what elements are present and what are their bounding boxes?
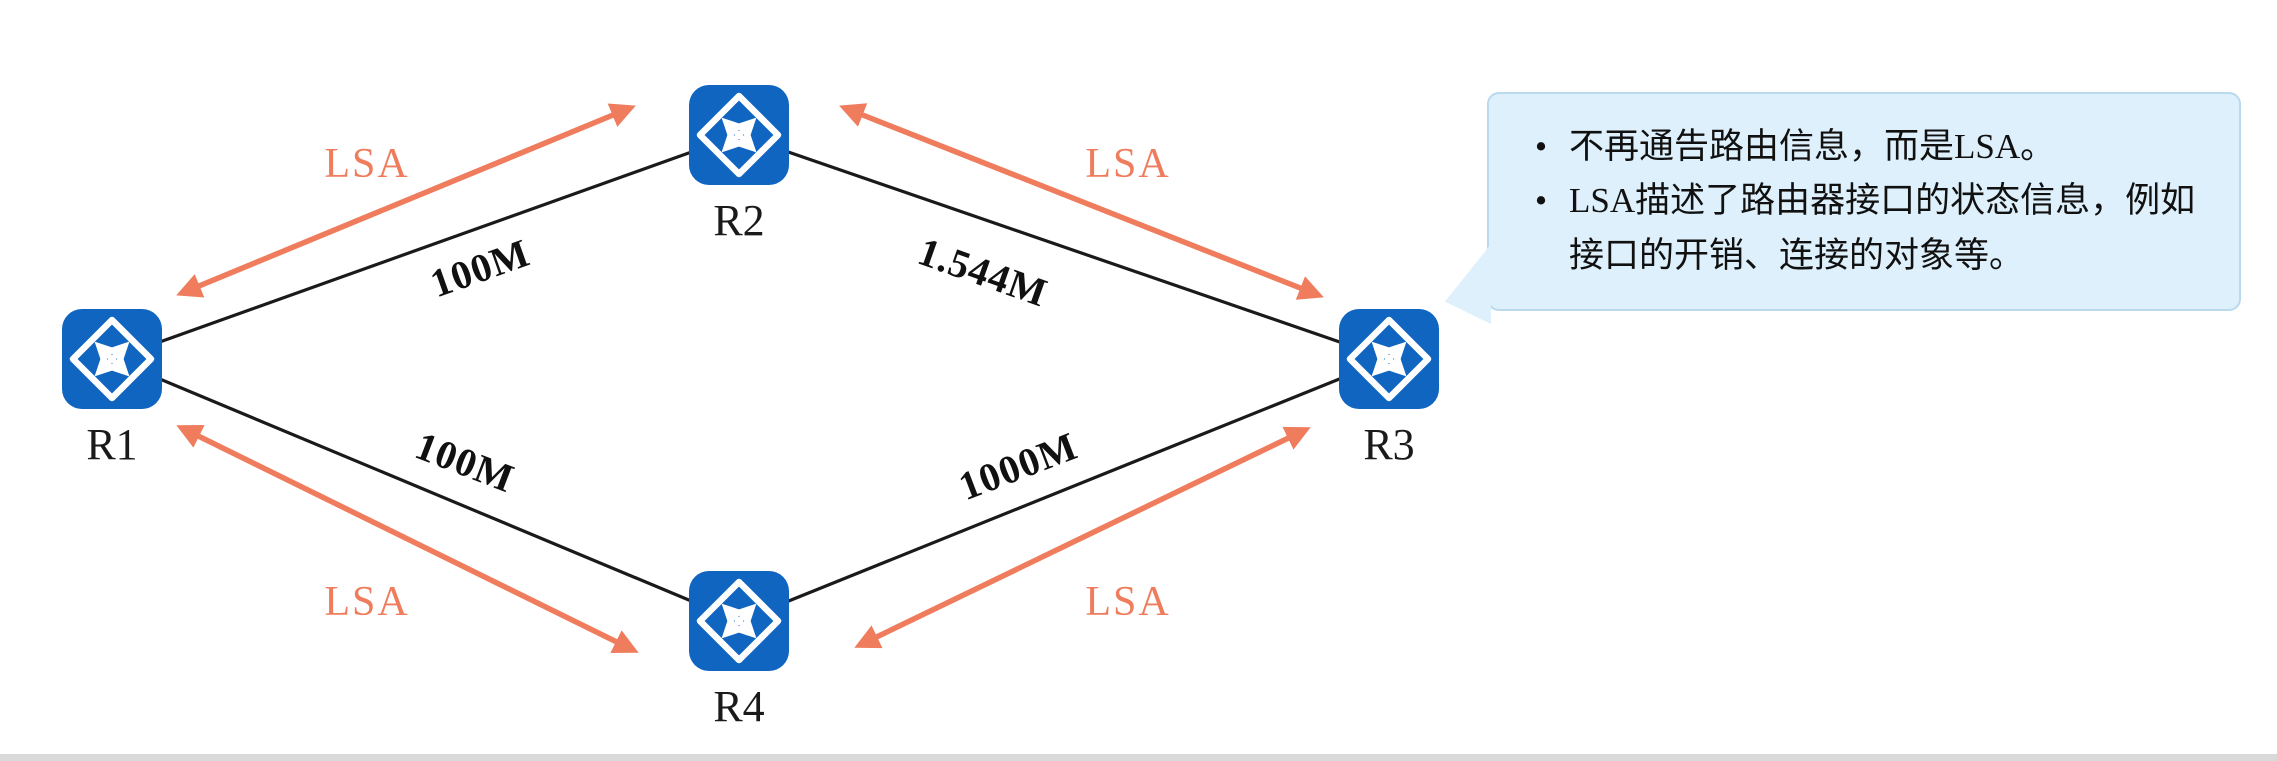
bottom-strip (0, 754, 2277, 761)
router-node-r4: R4 (687, 569, 791, 731)
router-node-r1: R1 (60, 307, 164, 469)
router-label: R1 (86, 420, 138, 469)
router-node-r2: R2 (687, 83, 791, 245)
lsa-label-top-right: LSA (1085, 141, 1171, 187)
lsa-arrow-top-left (176, 103, 636, 298)
router-icon (60, 307, 164, 411)
lsa-arrow-top-right (839, 103, 1324, 300)
lsa-label-bottom-left: LSA (324, 579, 410, 625)
lsa-label-bottom-right: LSA (1085, 579, 1171, 625)
bullet-icon: • (1534, 181, 1548, 221)
bullet-icon: • (1534, 127, 1548, 166)
router-label: R3 (1363, 420, 1415, 469)
router-icon (687, 569, 791, 673)
link-line-r1-r2 (111, 133, 740, 361)
callout-bullet-list: • 不再通告路由信息，而是LSA。 • LSA描述了路由器接口的状态信息，例如接… (1513, 120, 2211, 283)
callout-bullet-item: • 不再通告路由信息，而是LSA。 (1513, 120, 2211, 174)
callout-bubble: • 不再通告路由信息，而是LSA。 • LSA描述了路由器接口的状态信息，例如接… (1445, 92, 2241, 324)
router-icon (1337, 307, 1441, 411)
router-icon (687, 83, 791, 187)
callout-bullet-text: 不再通告路由信息，而是LSA。 (1569, 127, 2056, 166)
lsa-arrow-bottom-left (176, 425, 639, 653)
link-line-r1-r4 (111, 357, 740, 623)
router-label: R4 (713, 682, 765, 731)
lsa-label-top-left: LSA (324, 141, 410, 187)
callout-bullet-item: • LSA描述了路由器接口的状态信息，例如接口的开销、连接的对象等。 (1513, 174, 2211, 283)
link-line-r4-r3 (738, 357, 1390, 623)
router-label: R2 (713, 196, 765, 245)
callout-bullet-text: LSA描述了路由器接口的状态信息，例如接口的开销、连接的对象等。 (1569, 181, 2196, 275)
router-node-r3: R3 (1337, 307, 1441, 469)
lsa-arrow-bottom-right (854, 426, 1311, 649)
link-line-r2-r3 (738, 133, 1390, 361)
